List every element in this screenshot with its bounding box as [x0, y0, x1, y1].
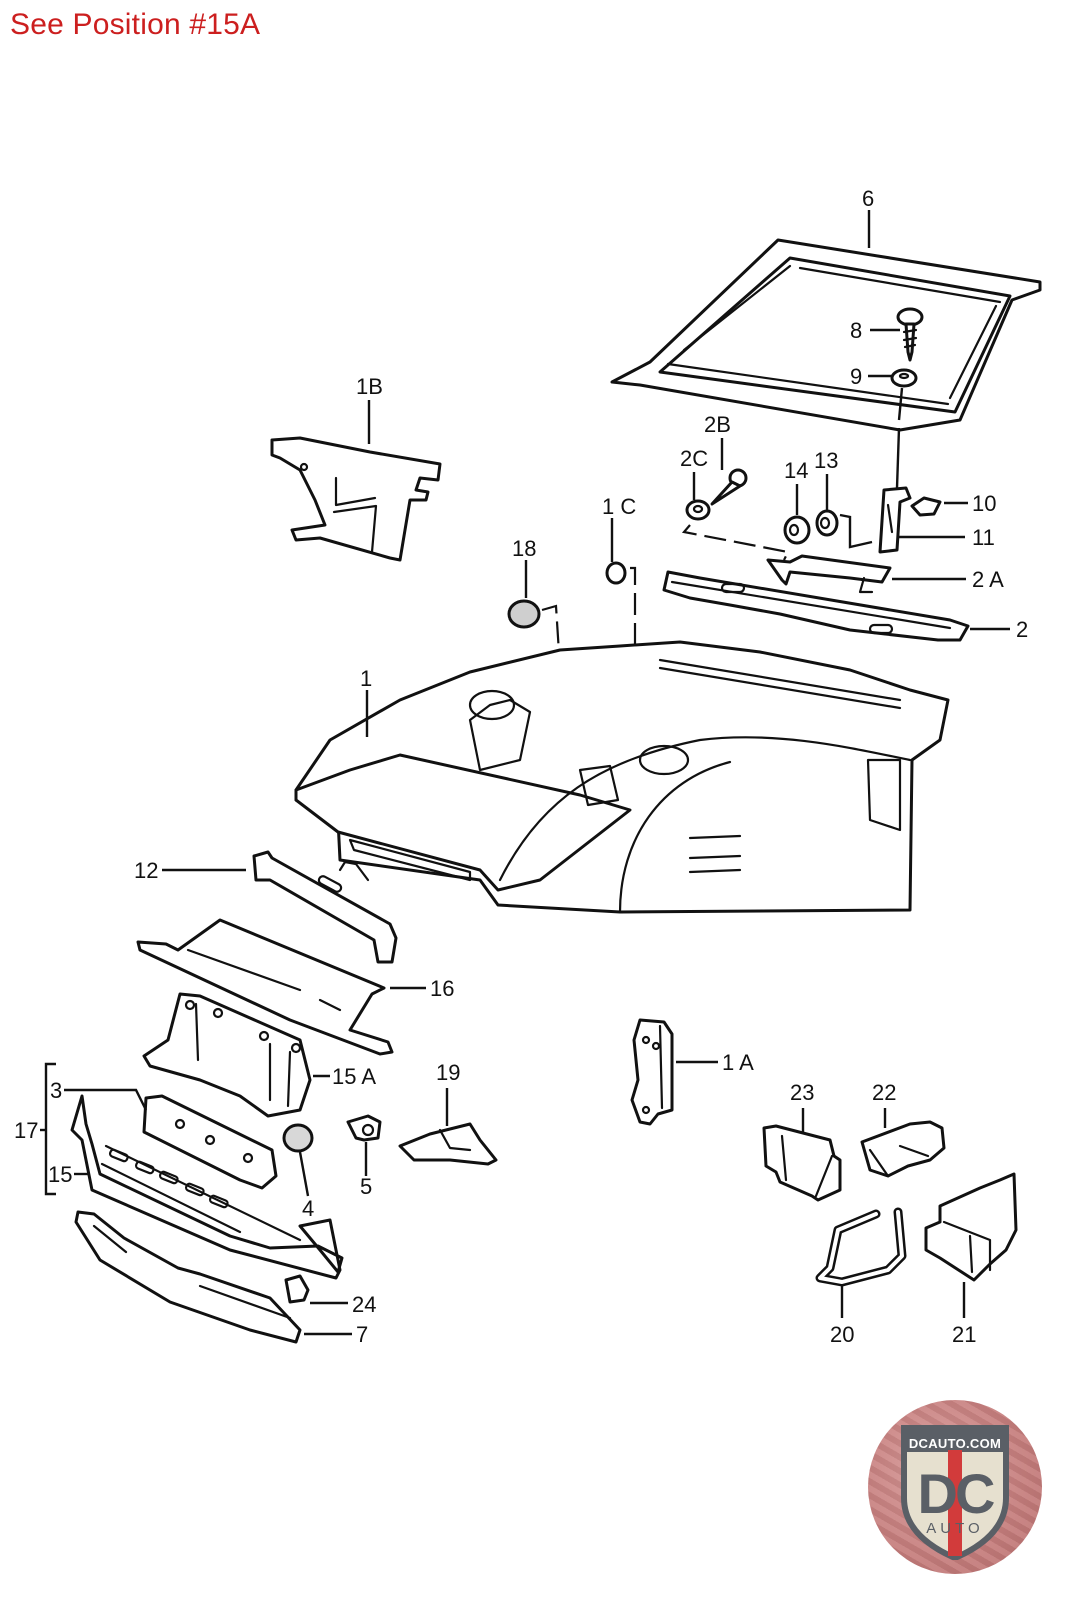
part-12-crossbar	[252, 850, 398, 964]
part-11-bracket	[878, 486, 912, 554]
callout-4: 4	[302, 1196, 314, 1221]
callout-21: 21	[952, 1322, 976, 1347]
part-16-panel	[136, 918, 394, 1056]
part-13-washer	[815, 509, 839, 537]
callout-13: 13	[814, 448, 838, 473]
shield-icon	[901, 1425, 1009, 1560]
callout-1: 1	[360, 666, 372, 691]
callout-24: 24	[352, 1292, 376, 1317]
part-3-reinforcement	[142, 1094, 278, 1190]
part-2A-bracket	[766, 554, 892, 594]
callout-17: 17	[14, 1118, 38, 1143]
callout-1B: 1B	[356, 374, 383, 399]
callout-22: 22	[872, 1080, 896, 1105]
logo-site-text: DCAUTO.COM	[908, 1436, 1002, 1451]
part-2-cross-member	[662, 570, 970, 642]
callout-20: 20	[830, 1322, 854, 1347]
part-18-grommet	[507, 599, 541, 629]
part-7-lower-trim	[74, 1210, 302, 1344]
callout-6: 6	[862, 186, 874, 211]
part-2B-screw	[710, 468, 748, 506]
callout-3: 3	[50, 1078, 62, 1103]
callout-14: 14	[784, 458, 808, 483]
callout-15: 15	[48, 1162, 72, 1187]
part-10-clip	[910, 496, 942, 517]
part-2C-washer	[685, 499, 711, 521]
callout-19: 19	[436, 1060, 460, 1085]
part-21-tray	[924, 1172, 1018, 1282]
part-15A-bracket	[142, 992, 312, 1118]
part-1B-bracket	[270, 436, 442, 562]
callout-8: 8	[850, 318, 862, 343]
part-23-panel	[762, 1124, 842, 1202]
part-22-tray	[860, 1120, 946, 1178]
callout-2: 2	[1016, 617, 1028, 642]
callout-2C: 2C	[680, 446, 708, 471]
part-20-rod	[815, 1207, 907, 1287]
part-8-screw	[896, 307, 924, 362]
dcauto-logo: DCAUTO.COM DC AUTO	[868, 1400, 1042, 1574]
callout-1A: 1 A	[722, 1050, 754, 1075]
part-1C-plug	[605, 561, 627, 585]
callout-15A: 15 A	[332, 1064, 376, 1089]
callout-9: 9	[850, 364, 862, 389]
callout-12: 12	[134, 858, 158, 883]
callout-7: 7	[356, 1322, 368, 1347]
part-1-front-body	[294, 640, 950, 914]
callout-11: 11	[972, 525, 995, 550]
part-5-clip	[346, 1114, 382, 1142]
callout-23: 23	[790, 1080, 814, 1105]
callout-10: 10	[972, 491, 996, 516]
logo-word: AUTO	[926, 1520, 984, 1537]
callout-18: 18	[512, 536, 536, 561]
leader-4	[298, 1151, 310, 1197]
part-15-front-panel	[70, 1094, 344, 1280]
part-4-plug	[282, 1123, 314, 1153]
part-9-washer	[890, 368, 918, 388]
header-note: See Position #15A	[10, 8, 261, 41]
leader-3	[64, 1088, 148, 1111]
part-14-nut	[783, 515, 811, 545]
callout-1C: 1 C	[602, 494, 636, 519]
callout-16: 16	[430, 976, 454, 1001]
part-1A-bracket	[630, 1018, 674, 1126]
part-24-clip	[284, 1274, 310, 1304]
callout-2B: 2B	[704, 412, 731, 437]
logo-mark: DC	[917, 1462, 996, 1525]
callout-2A: 2 A	[972, 567, 1004, 592]
part-6-window-frame	[610, 238, 1042, 432]
callout-5: 5	[360, 1174, 372, 1199]
part-19-bracket	[398, 1122, 498, 1166]
